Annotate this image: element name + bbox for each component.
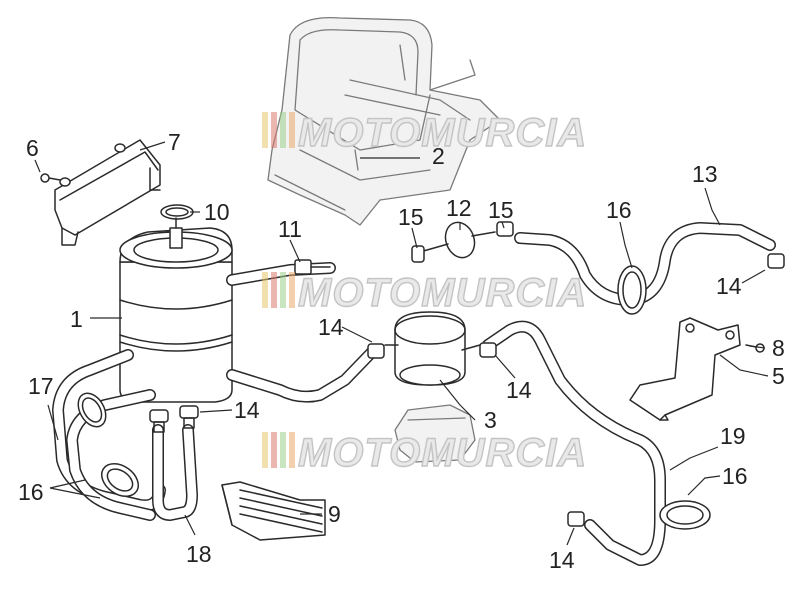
band-clamp-upper-right [617, 265, 647, 315]
small-clamp-hose-end [767, 253, 785, 269]
callout-8: 8 [772, 335, 785, 361]
callout-18: 18 [186, 541, 212, 567]
canister-part [119, 217, 233, 403]
callout-7: 7 [168, 129, 181, 155]
watermark-text: MOTOMURCIA [298, 111, 587, 155]
watermark-text: MOTOMURCIA [298, 271, 587, 315]
check-valve-part [419, 221, 496, 259]
small-clamp-15-left [411, 245, 425, 263]
callout-6: 6 [26, 135, 39, 161]
callout-14: 14 [716, 273, 742, 299]
screw-part [40, 173, 61, 183]
small-clamp-lower [567, 511, 585, 527]
watermark-middle: MOTOMURCIA [262, 270, 587, 316]
bracket-part [54, 139, 161, 246]
watermark-bottom: MOTOMURCIA [262, 430, 587, 476]
callout-2: 2 [432, 143, 445, 169]
connector-part-11 [294, 259, 331, 275]
grille-part [221, 481, 326, 541]
valve-cover-part [394, 404, 476, 463]
small-clamp-valve-right [479, 342, 497, 358]
band-clamp-lower-right [659, 500, 711, 530]
callout-16: 16 [722, 463, 748, 489]
vent-hose-main [226, 262, 378, 403]
callout-19: 19 [720, 423, 746, 449]
callout-9: 9 [328, 501, 341, 527]
callout-15: 15 [488, 197, 514, 223]
callout-14: 14 [506, 377, 532, 403]
band-clamp-left-upper [77, 392, 107, 428]
small-clamp-canister-b [179, 405, 199, 429]
small-clamp-15-right [496, 221, 514, 237]
callout-14: 14 [234, 397, 260, 423]
callout-12: 12 [446, 195, 472, 221]
callout-1: 1 [70, 306, 83, 332]
callout-14: 14 [318, 314, 344, 340]
purge-valve-part [384, 311, 481, 386]
mount-bracket-part [629, 317, 741, 421]
callout-labels: 1 2 3 5 6 7 8 9 10 11 12 13 14 14 14 14 … [18, 129, 785, 573]
hose-part-19 [482, 320, 666, 566]
small-clamp-valve-left [367, 343, 385, 359]
callout-17: 17 [28, 373, 54, 399]
callout-5: 5 [772, 363, 785, 389]
callout-16: 16 [18, 479, 44, 505]
watermark-text: MOTOMURCIA [298, 431, 587, 475]
callout-13: 13 [692, 161, 718, 187]
callout-16: 16 [606, 197, 632, 223]
callout-11: 11 [278, 216, 302, 242]
callout-14: 14 [549, 547, 575, 573]
small-clamp-canister-a [149, 409, 169, 433]
band-clamp-left-lower [101, 463, 139, 497]
airbox-frame-part [267, 16, 501, 226]
leader-lines [34, 141, 769, 546]
callout-3: 3 [484, 407, 497, 433]
callout-10: 10 [204, 199, 230, 225]
callout-15: 15 [398, 204, 424, 230]
watermark-top: MOTOMURCIA [262, 110, 587, 156]
hose-clamp-part [160, 204, 194, 220]
hose-part-18 [152, 424, 198, 521]
